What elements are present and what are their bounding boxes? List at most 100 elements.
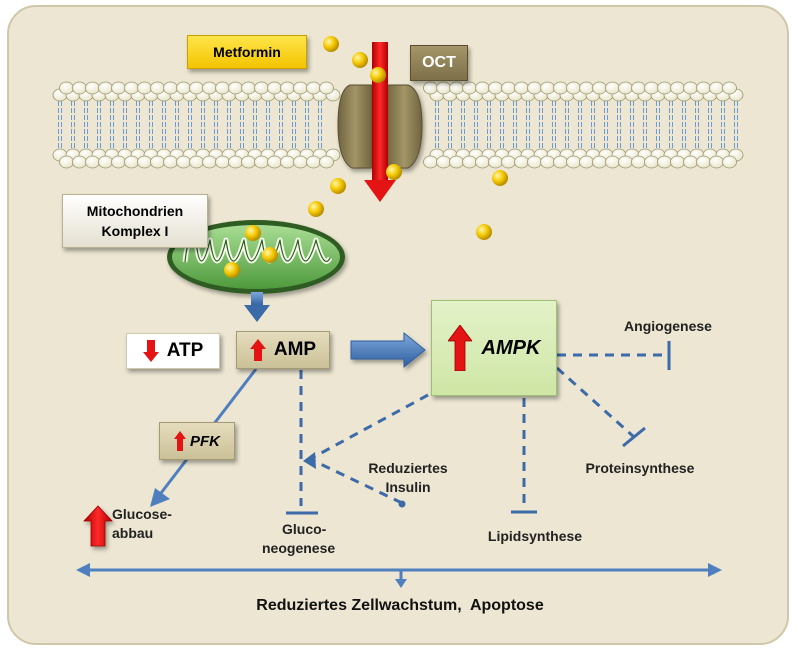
lipid-head [59, 155, 74, 169]
lipid-tail [617, 101, 621, 149]
insulin-to-gluconeogenese-line [311, 458, 403, 505]
lipid-tail [227, 101, 231, 149]
lipid-head [124, 155, 139, 169]
lipid-head [423, 81, 438, 95]
lipid-head [293, 81, 308, 95]
lipid-head [111, 81, 126, 95]
lipid-head [722, 81, 737, 95]
lipid-head [566, 81, 581, 95]
bottom-double-arrow [76, 563, 722, 588]
lipid-tail [279, 101, 283, 149]
lipid-tail [448, 101, 452, 149]
up-arrow-icon [83, 505, 113, 547]
lipid-tail [214, 101, 218, 149]
lipid-head [475, 81, 490, 95]
lipid-tail [461, 101, 465, 149]
lipid-tail [669, 101, 673, 149]
lipid-tail [682, 101, 686, 149]
lipid-head [527, 155, 542, 169]
lipid-head [579, 81, 594, 95]
lipid-head [111, 155, 126, 169]
lipid-head [436, 81, 451, 95]
lipid-head [670, 81, 685, 95]
reduziertes-insulin-line1: Reduziertes [368, 460, 448, 476]
lipid-head [137, 81, 152, 95]
lipid-head [644, 155, 659, 169]
lipid-tail [292, 101, 296, 149]
lipid-head [72, 155, 87, 169]
mito-komplex-box: Mitochondrien Komplex I [62, 194, 208, 248]
lipid-head [241, 155, 256, 169]
lipid-head [514, 81, 529, 95]
lipid-tail [734, 101, 738, 149]
gluconeogenese-line1: Gluco- [282, 521, 327, 537]
ampk-inhibits-proteinsynthese-line [555, 366, 636, 439]
lipid-head [631, 155, 646, 169]
lipid-head [319, 155, 334, 169]
lipid-head [436, 155, 451, 169]
lipid-head [449, 81, 464, 95]
mito-label-line2: Komplex I [101, 223, 169, 239]
lipid-head [280, 81, 295, 95]
lipid-head [163, 155, 178, 169]
insulin-dot [398, 500, 406, 508]
inhibition-bars [286, 341, 671, 515]
lipid-head [475, 155, 490, 169]
metformin-molecule-icon [224, 36, 508, 278]
gluconeogenese-label: Gluco- neogenese [262, 520, 372, 558]
lipid-head [228, 155, 243, 169]
lipid-head [306, 81, 321, 95]
lipid-tail [604, 101, 608, 149]
lipid-tail [97, 101, 101, 149]
lipid-head [423, 155, 438, 169]
mitochondrion-icon [167, 220, 345, 294]
lipid-tail [487, 101, 491, 149]
lipid-head [553, 81, 568, 95]
lipid-tail [253, 101, 257, 149]
lipid-head [501, 81, 516, 95]
lipid-tail [721, 101, 725, 149]
mito-to-amp-arrow [244, 292, 270, 322]
lipidsynthese-label: Lipidsynthese [487, 528, 583, 544]
lipid-head [553, 155, 568, 169]
atp-box: ATP [126, 333, 220, 369]
up-arrow-icon [249, 339, 266, 361]
lipid-head [462, 155, 477, 169]
amp-label: AMP [273, 339, 317, 360]
lipid-head [293, 155, 308, 169]
lipid-tail [578, 101, 582, 149]
lipid-head [254, 81, 269, 95]
lipid-head [189, 155, 204, 169]
oct-label: OCT [422, 54, 456, 71]
glucoseabbau-line2: abbau [112, 525, 154, 541]
lipid-head [319, 81, 334, 95]
lipid-tail [500, 101, 504, 149]
up-arrow-icon [447, 325, 472, 371]
lipid-tail [305, 101, 309, 149]
lipid-head [618, 155, 633, 169]
lipid-tail [318, 101, 322, 149]
lipid-head [124, 81, 139, 95]
pfk-box: PFK [159, 422, 235, 460]
lipid-tail [539, 101, 543, 149]
lipid-tail [136, 101, 140, 149]
lipid-tail [58, 101, 62, 149]
lipid-tail [591, 101, 595, 149]
lipid-tail [435, 101, 439, 149]
lipid-head [150, 81, 165, 95]
lipid-head [254, 155, 269, 169]
lipid-head [592, 81, 607, 95]
lipid-head [709, 155, 724, 169]
lipid-head [85, 81, 100, 95]
pfk-label: PFK [190, 432, 220, 450]
lipid-tail [526, 101, 530, 149]
lipid-head [527, 81, 542, 95]
lipid-bilayer-icon [52, 81, 744, 169]
lipid-head [709, 81, 724, 95]
lipid-head [566, 155, 581, 169]
ampk-box: AMPK [431, 300, 557, 396]
gluconeogenese-line2: neogenese [262, 540, 336, 556]
lipid-tail [175, 101, 179, 149]
